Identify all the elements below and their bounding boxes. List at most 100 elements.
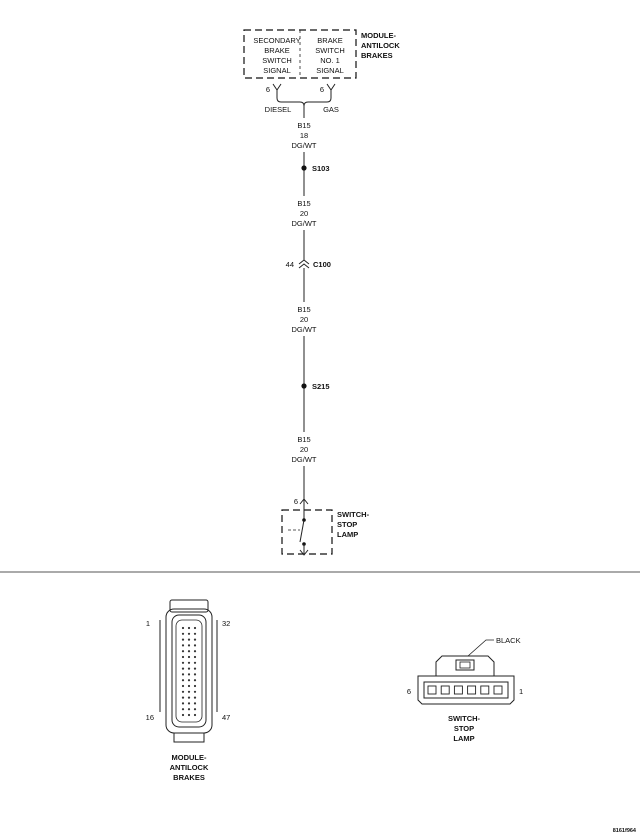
abs-pin-32-label: 32 (222, 619, 230, 628)
switch-blade-icon (299, 519, 305, 543)
abs-pin-cavity (187, 702, 191, 705)
abs-pin-cavity (193, 708, 197, 711)
stop-lamp-switch-block: 6 SWITCH- STOP LAMP (281, 497, 370, 556)
abs-pin-cavity (181, 679, 185, 682)
stop-lamp-pin-6-label: 6 (407, 687, 411, 696)
splice-s215-label: S215 (312, 382, 330, 391)
abs-pin-cavity (181, 638, 185, 641)
abs-connector-view: 1 32 16 47 MODULE- ANTILOCK BRAKES (146, 599, 230, 782)
abs-pin-cavity (193, 713, 197, 717)
right-pin-desc-line-3: NO. 1 (320, 56, 340, 65)
abs-pin-cavity (181, 713, 185, 717)
stop-lamp-connector-color-label: BLACK (496, 636, 521, 645)
abs-pin-cavity (193, 626, 197, 630)
abs-connector-housing (165, 608, 213, 734)
abs-pin-cavity (187, 644, 191, 647)
stop-lamp-pin-cavity (480, 685, 490, 695)
abs-pin-cavity (181, 690, 185, 693)
abs-pin-cavity (193, 702, 197, 705)
abs-pin-cavity (187, 708, 191, 711)
stop-lamp-connector-face (423, 681, 509, 699)
black-leader-line (467, 639, 494, 657)
abs-pin-cavity (181, 626, 185, 630)
abs-pin-cavity (193, 638, 197, 641)
abs-pin-cavity (193, 667, 197, 670)
abs-pin-cavity (181, 673, 185, 676)
abs-pin-cavity (181, 655, 185, 659)
abs-pin-47-label: 47 (222, 713, 230, 722)
variant-gas-label: GAS (323, 105, 339, 114)
left-pin-number: 6 (266, 85, 270, 94)
segment-2-gauge: 20 (300, 209, 308, 218)
stop-lamp-connector-hood (435, 655, 495, 676)
segment-1-color: DG/WT (292, 141, 317, 150)
right-pin-desc-line-2: SWITCH (315, 46, 345, 55)
splice-s215-dot (301, 383, 307, 389)
abs-pin-cavity (187, 679, 191, 682)
stop-lamp-pin-cavity (453, 685, 463, 695)
segment-4-color: DG/WT (292, 455, 317, 464)
segment-1-gauge: 18 (300, 131, 308, 140)
switch-name-line-2: STOP (337, 520, 357, 529)
stop-lamp-pin-1-label: 1 (519, 687, 523, 696)
abs-pin-cavity (181, 684, 185, 688)
right-pin-desc-line-4: SIGNAL (316, 66, 344, 75)
wire-run: B15 18 DG/WT S103 B15 20 DG/WT 44 C100 B… (286, 106, 331, 504)
abs-pin-cavity (187, 684, 191, 688)
segment-4-gauge: 20 (300, 445, 308, 454)
left-pin-desc-line-1: SECONDARY (253, 36, 300, 45)
abs-pin-cavity (187, 650, 191, 653)
abs-pin-cavity (181, 708, 185, 711)
abs-pin-cavity (193, 690, 197, 693)
abs-pin-cavity (187, 713, 191, 717)
figure-id: 8161f964 (613, 828, 637, 834)
stop-lamp-pin-cavity (493, 685, 503, 695)
segment-2-circuit: B15 (297, 199, 310, 208)
abs-pin-cavity (181, 644, 185, 647)
left-pin-desc-line-4: SIGNAL (263, 66, 291, 75)
abs-pin-cavity (193, 679, 197, 682)
right-pin-desc-line-1: BRAKE (317, 36, 342, 45)
abs-pin-cavity (193, 650, 197, 653)
switch-pin-terminal-icon (299, 498, 309, 505)
abs-pin-cavity (181, 667, 185, 670)
switch-name-line-1: SWITCH- (337, 510, 370, 519)
segment-4-circuit: B15 (297, 435, 310, 444)
abs-connector-cavity (175, 619, 203, 723)
abs-pin-cavity (181, 702, 185, 705)
abs-pin-cavity (181, 632, 185, 635)
stop-lamp-pin-cavity (440, 685, 450, 695)
connector-c100-label: C100 (313, 260, 331, 269)
switch-pin-number: 6 (294, 497, 298, 506)
abs-connector-name-line-2: ANTILOCK (170, 763, 209, 772)
connector-c100-icon (298, 259, 310, 269)
abs-pin-cavity (193, 684, 197, 688)
abs-pin-cavity (181, 650, 185, 653)
abs-connector-pin-grid (181, 626, 197, 717)
connector-c100-pin: 44 (286, 260, 294, 269)
abs-pin-cavity (187, 667, 191, 670)
stop-lamp-connector-key-slot (459, 661, 471, 669)
abs-connector-name-line-3: BRAKES (173, 773, 205, 782)
abs-pin-cavity (187, 661, 191, 664)
switch-ground-arrow-icon (299, 549, 309, 556)
abs-pin-cavity (193, 655, 197, 659)
abs-pin-16-label: 16 (146, 713, 154, 722)
abs-pin-cavity (187, 632, 191, 635)
stop-lamp-connector-key (455, 659, 475, 671)
abs-connector-face (171, 614, 207, 728)
abs-pin-cavity (187, 690, 191, 693)
abs-connector-latch (169, 599, 209, 613)
stop-lamp-connector-name-line-1: SWITCH- (448, 714, 481, 723)
left-pin-desc-line-3: SWITCH (262, 56, 292, 65)
abs-module-block: MODULE- ANTILOCK BRAKES SECONDARY BRAKE … (243, 29, 400, 114)
abs-module-name-line-3: BRAKES (361, 51, 393, 60)
segment-3-gauge: 20 (300, 315, 308, 324)
variant-diesel-label: DIESEL (265, 105, 292, 114)
abs-pin-cavity (181, 661, 185, 664)
segment-3-color: DG/WT (292, 325, 317, 334)
segment-1-circuit: B15 (297, 121, 310, 130)
abs-pin-cavity (193, 696, 197, 699)
right-pin-terminal-icon (326, 83, 336, 98)
